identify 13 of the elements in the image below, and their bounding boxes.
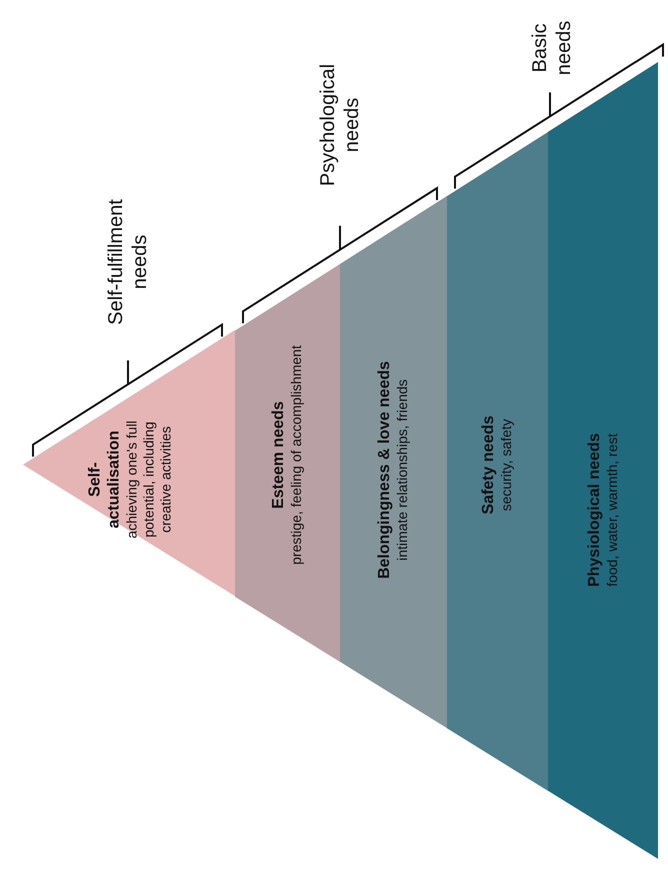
tier-description: prestige, feeling of accomplishment <box>288 344 305 567</box>
tier-title: Self-actualisation <box>86 430 124 531</box>
group-label: Basic needs <box>528 20 576 78</box>
tier-description: security, safety <box>498 418 515 514</box>
tier-description: achieving one's full potential, including creative activities <box>124 420 174 541</box>
group-label: Self-fulfillment needs <box>104 198 152 327</box>
tier-title: Safety needs <box>479 414 498 516</box>
tier-description: food, water, warmth, rest <box>604 432 621 589</box>
tier-description: intimate relationships, friends <box>394 378 411 563</box>
group-label: Psychological needs <box>316 62 364 188</box>
tier-title: Physiological needs <box>585 432 604 589</box>
tier-title: Esteem needs <box>269 400 288 511</box>
tier-title: Belongingness & love needs <box>375 360 394 581</box>
